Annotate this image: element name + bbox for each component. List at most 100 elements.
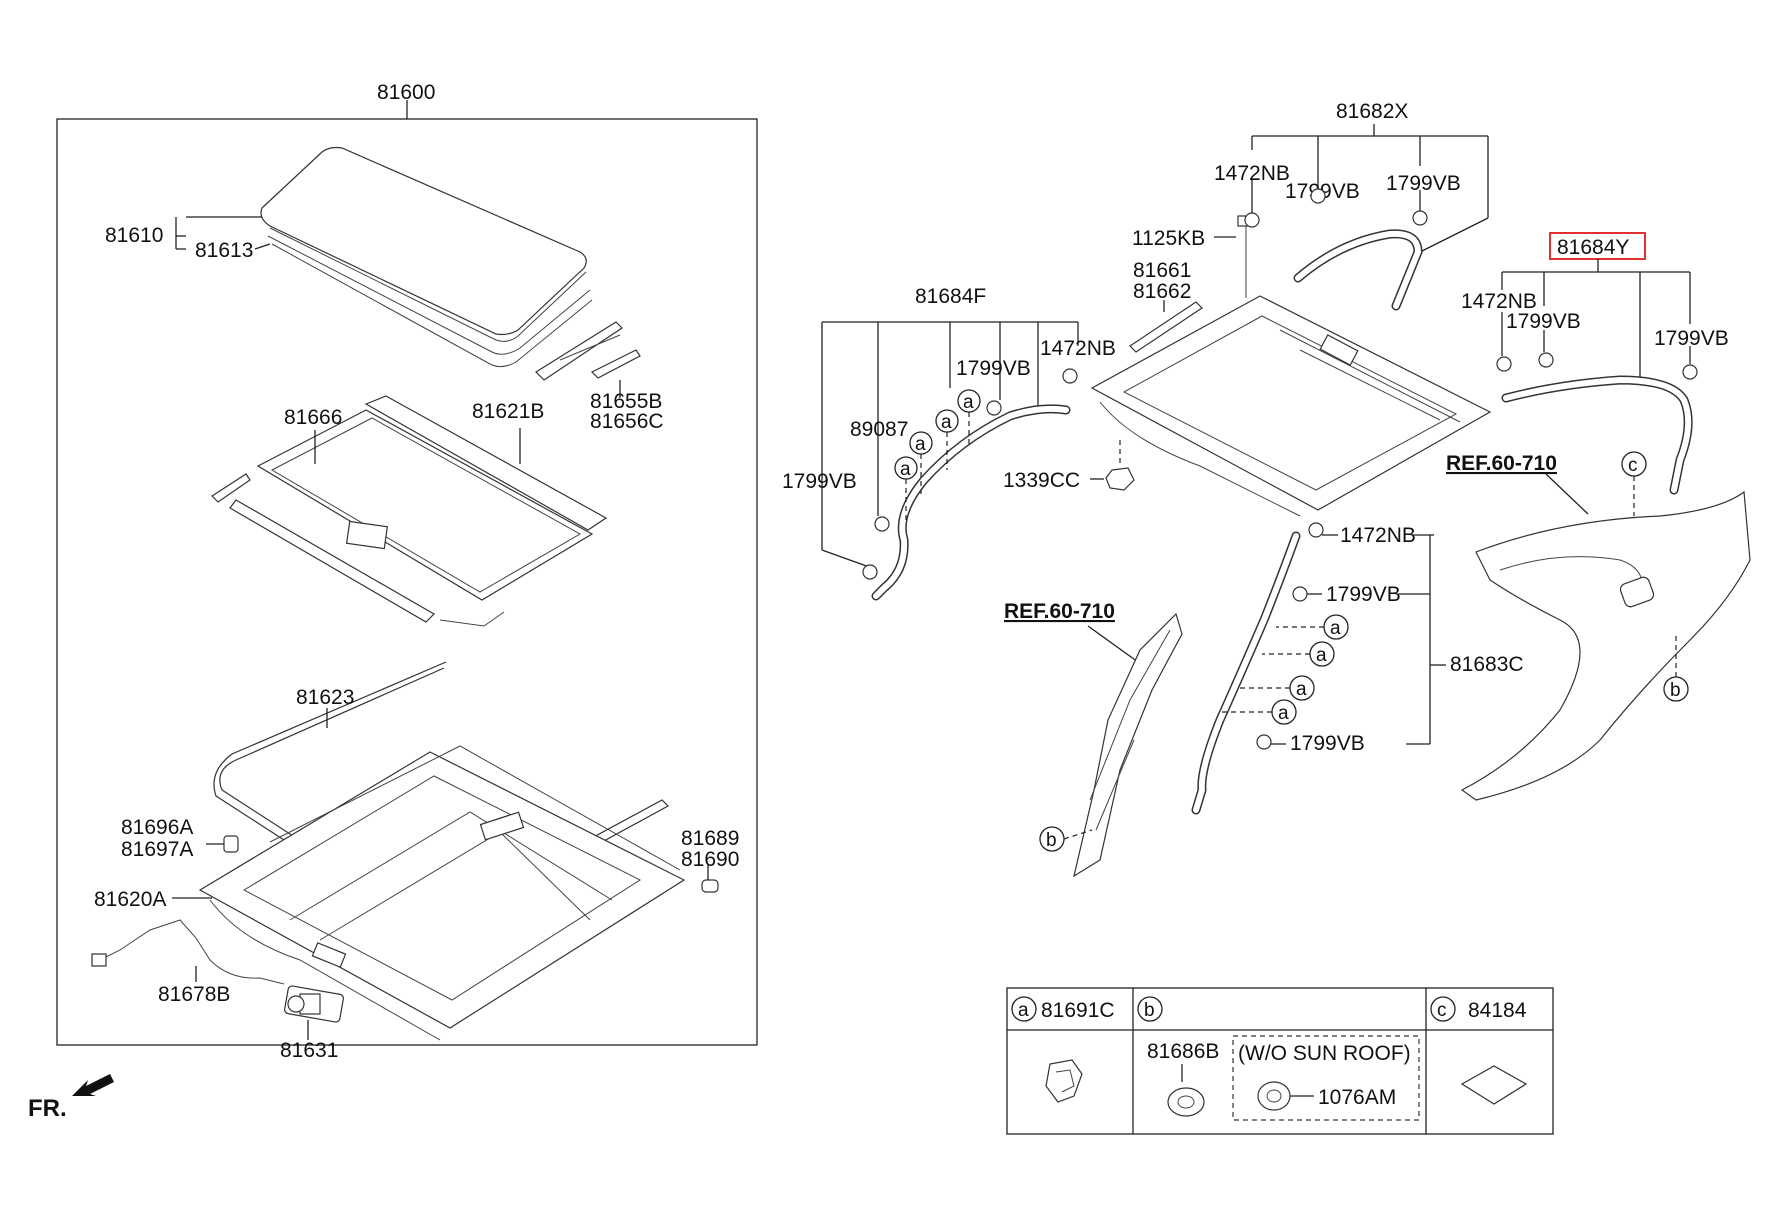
hose-81683C-group: 1472NB 1799VB 1799VB 81683C a a a a: [1191, 522, 1524, 815]
clamp-icon: [1292, 586, 1308, 602]
callout-a-text: a: [1316, 645, 1327, 666]
callout-b-text: b: [1046, 830, 1057, 851]
legend-b-note[interactable]: (W/O SUN ROOF): [1238, 1042, 1411, 1065]
label-1339CC[interactable]: 1339CC: [1003, 469, 1080, 492]
callout-a-text: a: [900, 459, 911, 480]
wiring-connector-drawing: [91, 953, 107, 967]
legend-a-part[interactable]: 81691C: [1041, 999, 1115, 1022]
label-81684Y[interactable]: 81684Y: [1557, 236, 1629, 259]
label-81661[interactable]: 81661: [1133, 259, 1191, 282]
sunroof-frame-drawing: [198, 745, 686, 1041]
label-81613[interactable]: 81613: [195, 239, 253, 262]
deflector-81661-drawing: [1129, 301, 1203, 353]
legend-table: a 81691C b c 84184 81686B (W/O SUN ROOF)…: [1006, 987, 1554, 1135]
clamp-icon: [986, 400, 1002, 416]
label-1799VB-right2[interactable]: 1799VB: [1654, 327, 1729, 350]
label-81697A[interactable]: 81697A: [121, 838, 193, 861]
legend-b-text: b: [1144, 1000, 1155, 1021]
label-1472NB-rear[interactable]: 1472NB: [1340, 524, 1416, 547]
label-81623[interactable]: 81623: [296, 686, 354, 709]
clamp-icon: [1256, 734, 1272, 750]
clamp-icon: [1310, 188, 1326, 204]
legend-b-circle: [1137, 996, 1163, 1022]
quarter-panel-drawing: [1460, 490, 1751, 801]
clamp-icon: [1412, 210, 1428, 226]
front-direction-indicator: FR.: [28, 1074, 114, 1122]
label-1472NB-right[interactable]: 1472NB: [1461, 290, 1537, 313]
nut-1339CC-drawing: [1105, 467, 1135, 491]
label-81683C[interactable]: 81683C: [1450, 653, 1524, 676]
callout-b-text: b: [1670, 680, 1681, 701]
body-pillar-drawing: [1073, 612, 1183, 878]
plug-1076AM-drawing: [1257, 1081, 1291, 1111]
label-1125KB[interactable]: 1125KB: [1132, 227, 1205, 250]
clamp-icon: [1682, 364, 1698, 380]
callout-a-text: a: [941, 412, 952, 433]
clip-81691C-drawing: [1045, 1059, 1083, 1103]
label-81682X[interactable]: 81682X: [1336, 100, 1408, 123]
label-81696A[interactable]: 81696A: [121, 816, 193, 839]
front-arrow-icon: [72, 1074, 114, 1096]
quarter-panel-ref-group: REF.60-710 c b: [1446, 451, 1751, 801]
label-1799VB-top2[interactable]: 1799VB: [1386, 172, 1461, 195]
sunroof-assembly-group: 81600 81610 81613 81655B 81656C: [56, 81, 758, 1062]
legend-a-text: a: [1018, 1000, 1029, 1021]
label-81666[interactable]: 81666: [284, 406, 342, 429]
bolt-1125KB-drawing: [1237, 215, 1255, 298]
no-sunroof-box: [1232, 1035, 1420, 1121]
clamp-icon: [1062, 368, 1078, 384]
clamp-icon: [1496, 356, 1512, 372]
ref-label-right[interactable]: REF.60-710: [1446, 452, 1557, 475]
label-81621B[interactable]: 81621B: [472, 400, 544, 423]
legend-b-part2[interactable]: 1076AM: [1318, 1086, 1396, 1109]
glass-panel-drawing: [260, 146, 593, 368]
callout-a-text: a: [1296, 679, 1307, 700]
callout-a-text: a: [915, 434, 926, 455]
ref-label-center[interactable]: REF.60-710: [1004, 600, 1115, 623]
label-1799VB-left1[interactable]: 1799VB: [956, 357, 1031, 380]
label-81690[interactable]: 81690: [681, 848, 739, 871]
legend-b-part1[interactable]: 81686B: [1147, 1040, 1219, 1063]
guide-rail-drawing: [535, 321, 641, 381]
legend-a-circle: [1011, 996, 1037, 1022]
label-81655B[interactable]: 81655B: [590, 390, 662, 413]
label-81689[interactable]: 81689: [681, 827, 739, 850]
label-81620A[interactable]: 81620A: [94, 888, 166, 911]
hose-81684F-group: 81684F 1472NB 1799VB 89087 1799VB a a a …: [782, 285, 1116, 601]
clamp-icon: [1538, 352, 1554, 368]
clamp-icon: [1244, 212, 1260, 228]
label-81684F[interactable]: 81684F: [915, 285, 986, 308]
label-1799VB-rear1[interactable]: 1799VB: [1326, 583, 1401, 606]
label-81610[interactable]: 81610: [105, 224, 163, 247]
hose-81684Y-group: 81684Y 1472NB 1799VB 1799VB: [1461, 232, 1729, 495]
label-81662[interactable]: 81662: [1133, 280, 1191, 303]
label-81678B[interactable]: 81678B: [158, 983, 230, 1006]
label-1472NB-top[interactable]: 1472NB: [1214, 162, 1290, 185]
body-pillar-ref-group: REF.60-710 b: [1004, 600, 1183, 878]
callout-a-text: a: [1278, 703, 1289, 724]
label-1799VB-right1[interactable]: 1799VB: [1506, 310, 1581, 333]
sunshade-frame-drawing: [211, 395, 608, 627]
label-1799VB-rear2[interactable]: 1799VB: [1290, 732, 1365, 755]
label-81656C[interactable]: 81656C: [590, 410, 664, 433]
legend-c-circle: [1430, 996, 1456, 1022]
roof-frame-group: 81661 81662 1125KB 1339CC: [1003, 215, 1492, 517]
callout-a-text: a: [1330, 618, 1341, 639]
legend-c-text: c: [1437, 1000, 1447, 1021]
roof-frame-drawing: [1090, 295, 1492, 511]
legend-c-part[interactable]: 84184: [1468, 999, 1527, 1022]
callout-a-text: a: [963, 392, 974, 413]
label-89087[interactable]: 89087: [850, 418, 908, 441]
label-81600[interactable]: 81600: [377, 81, 435, 104]
clamp-icon: [1308, 522, 1324, 538]
label-1472NB-left[interactable]: 1472NB: [1040, 337, 1116, 360]
clamp-icon: [874, 516, 890, 532]
grommet-81686B-drawing: [1167, 1087, 1205, 1117]
clamp-icon: [862, 564, 878, 580]
drain-cap-drawing: [701, 879, 719, 893]
clip-81696A-drawing: [223, 835, 239, 853]
label-81631[interactable]: 81631: [280, 1039, 338, 1062]
motor-drawing: [284, 985, 344, 1023]
label-1799VB-left2[interactable]: 1799VB: [782, 470, 857, 493]
